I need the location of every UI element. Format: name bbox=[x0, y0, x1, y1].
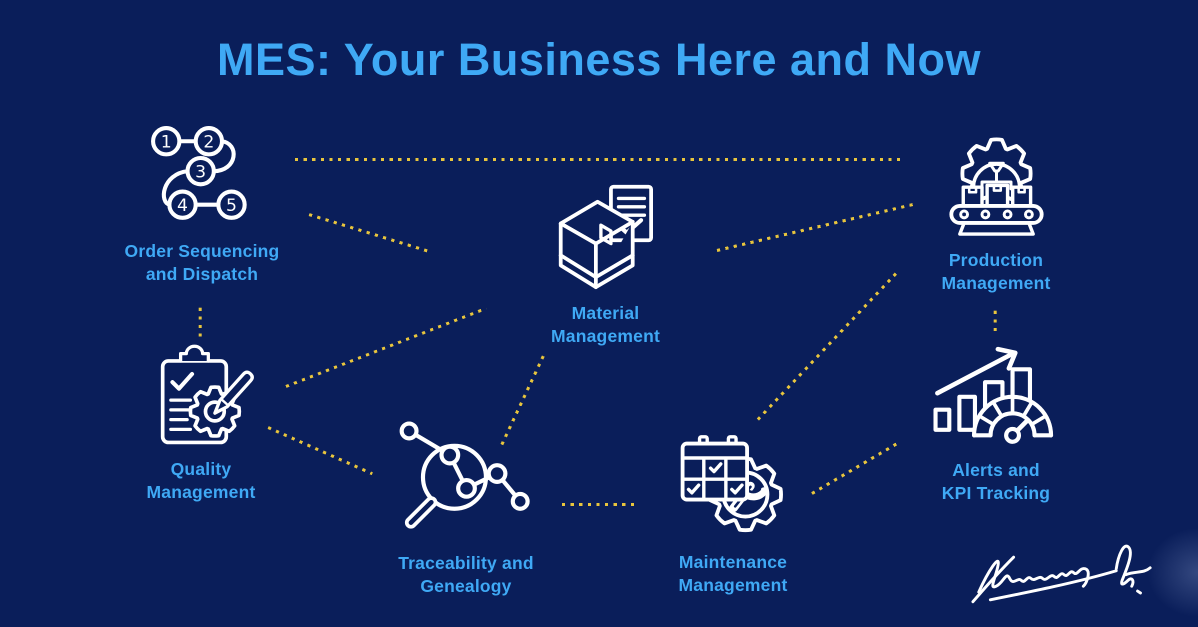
numbered-steps-icon: 1 2 3 4 5 bbox=[148, 124, 257, 231]
module-maintenance: Maintenance Management bbox=[645, 430, 821, 597]
label-line2: KPI Tracking bbox=[941, 483, 1051, 503]
module-label: Alerts and KPI Tracking bbox=[942, 459, 1050, 505]
label-line2: Genealogy bbox=[420, 576, 512, 596]
label-line2: Management bbox=[146, 482, 256, 502]
connector-traceability-maintenance bbox=[562, 503, 634, 507]
connector-order-production bbox=[295, 158, 903, 162]
clipboard-gear-pencil-icon bbox=[148, 343, 254, 449]
network-magnifier-icon bbox=[397, 418, 536, 543]
label-line2: Management bbox=[941, 273, 1051, 293]
label-line2: Management bbox=[551, 326, 660, 346]
module-label: Maintenance Management bbox=[679, 551, 788, 597]
module-material: Material Management bbox=[518, 180, 693, 348]
label-line1: Material bbox=[571, 303, 640, 323]
connector-material-production bbox=[716, 202, 918, 253]
module-quality: Quality Management bbox=[113, 343, 289, 504]
module-production: Production Management bbox=[908, 136, 1084, 295]
calendar-wrench-gear-icon bbox=[674, 430, 793, 542]
label-line1: Production bbox=[948, 250, 1044, 270]
corner-glow bbox=[1134, 528, 1198, 627]
label-line2: Management bbox=[678, 575, 788, 595]
label-line1: Maintenance bbox=[678, 552, 788, 572]
connector-order-material bbox=[308, 213, 430, 254]
chart-gauge-icon bbox=[930, 340, 1063, 450]
connector-production-maintenance bbox=[756, 271, 899, 421]
module-alerts-kpi: Alerts and KPI Tracking bbox=[908, 340, 1084, 505]
module-traceability: Traceability and Genealogy bbox=[378, 418, 554, 598]
module-label: Quality Management bbox=[147, 458, 256, 504]
label-line1: Quality bbox=[170, 459, 232, 479]
step-number: 4 bbox=[177, 196, 188, 216]
module-label: Material Management bbox=[551, 302, 660, 348]
label-line1: Order Sequencing bbox=[124, 241, 280, 261]
signature-graphic bbox=[968, 532, 1158, 624]
connector-order-quality bbox=[198, 307, 202, 342]
label-line2: and Dispatch bbox=[145, 264, 259, 284]
step-number: 3 bbox=[195, 163, 206, 183]
step-number: 5 bbox=[226, 196, 237, 216]
connector-maintenance-alerts bbox=[811, 441, 900, 496]
module-label: Order Sequencing and Dispatch bbox=[125, 240, 280, 286]
step-number: 1 bbox=[160, 133, 171, 153]
page-title: MES: Your Business Here and Now bbox=[217, 34, 981, 85]
label-line1: Alerts and bbox=[952, 460, 1040, 480]
step-number: 2 bbox=[203, 133, 214, 153]
module-label: Production Management bbox=[942, 249, 1051, 295]
conveyor-gear-icon bbox=[941, 136, 1052, 240]
connector-quality-material bbox=[285, 307, 487, 389]
module-label: Traceability and Genealogy bbox=[398, 552, 533, 598]
module-order-sequencing: 1 2 3 4 5 Order Sequencing and Dispatch bbox=[112, 124, 292, 286]
package-checklist-icon bbox=[549, 180, 662, 293]
connector-production-alerts bbox=[993, 310, 997, 332]
label-line1: Traceability and bbox=[398, 553, 534, 573]
